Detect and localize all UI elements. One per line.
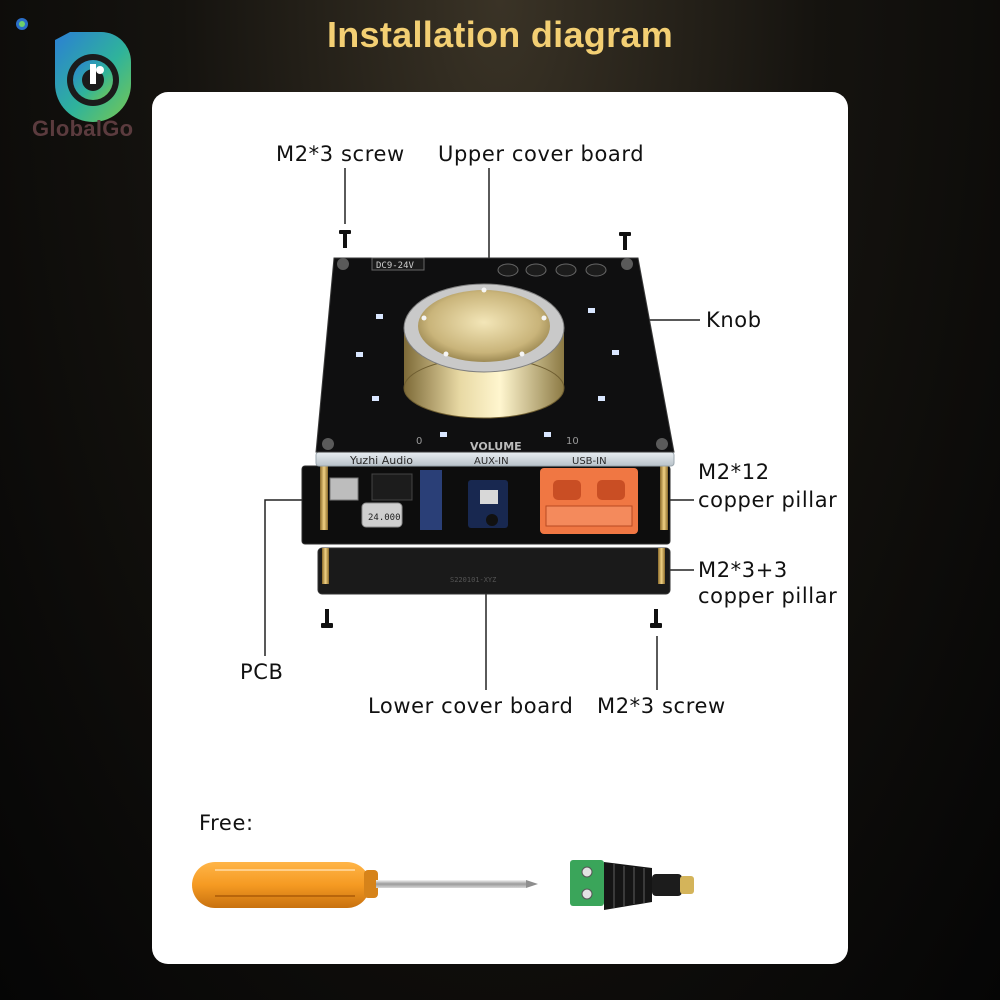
cover-buttons bbox=[497, 263, 607, 277]
lower-cover-board bbox=[317, 547, 671, 595]
voltage-badge bbox=[371, 257, 425, 271]
m2-3-3-label-line1: M2*3+3 bbox=[698, 558, 788, 582]
scale-max: 10 bbox=[566, 436, 579, 447]
volume-print: VOLUME bbox=[470, 440, 522, 453]
bottom-screw-label: M2*3 screw bbox=[597, 694, 726, 718]
pcb-components: 24.000 bbox=[329, 468, 638, 534]
screw-icon bbox=[619, 232, 631, 250]
aux-in-print: AUX-IN bbox=[474, 456, 509, 467]
m2-12-label-line2: copper pillar bbox=[698, 488, 838, 512]
scale-min: 0 bbox=[416, 436, 422, 447]
knob-icon bbox=[403, 283, 565, 419]
dc-connector-icon bbox=[570, 860, 694, 910]
small-brand-badge-icon bbox=[16, 18, 28, 30]
pcb-label: PCB bbox=[240, 660, 284, 684]
lower-cover-label: Lower cover board bbox=[368, 694, 574, 718]
lower-board-print: S220101-XYZ bbox=[450, 576, 496, 584]
free-label: Free: bbox=[199, 811, 254, 835]
crystal-label: 24.000 bbox=[368, 513, 401, 523]
tall-copper-pillars bbox=[320, 466, 668, 530]
screwdriver-icon bbox=[192, 862, 538, 908]
usb-in-print: USB-IN bbox=[572, 456, 607, 467]
m2-3-3-label-line2: copper pillar bbox=[698, 584, 838, 608]
globalgo-logo-icon bbox=[55, 32, 131, 122]
screw-icon bbox=[650, 609, 662, 628]
screw-icon bbox=[321, 609, 333, 628]
knob-label: Knob bbox=[706, 308, 762, 332]
led-indicators bbox=[356, 308, 619, 437]
top-screw-label: M2*3 screw bbox=[276, 142, 405, 166]
brand-name: GlobalGo bbox=[32, 116, 134, 141]
upper-cover-label: Upper cover board bbox=[438, 142, 645, 166]
short-copper-pillars bbox=[322, 548, 665, 584]
screw-icon bbox=[339, 230, 351, 248]
voltage-label: DC9-24V bbox=[376, 261, 415, 271]
m2-12-label-line1: M2*12 bbox=[698, 460, 770, 484]
cover-corner-holes bbox=[322, 258, 668, 450]
page-title: Installation diagram bbox=[326, 14, 674, 55]
board-brand-print: Yuzhi Audio bbox=[349, 454, 413, 467]
